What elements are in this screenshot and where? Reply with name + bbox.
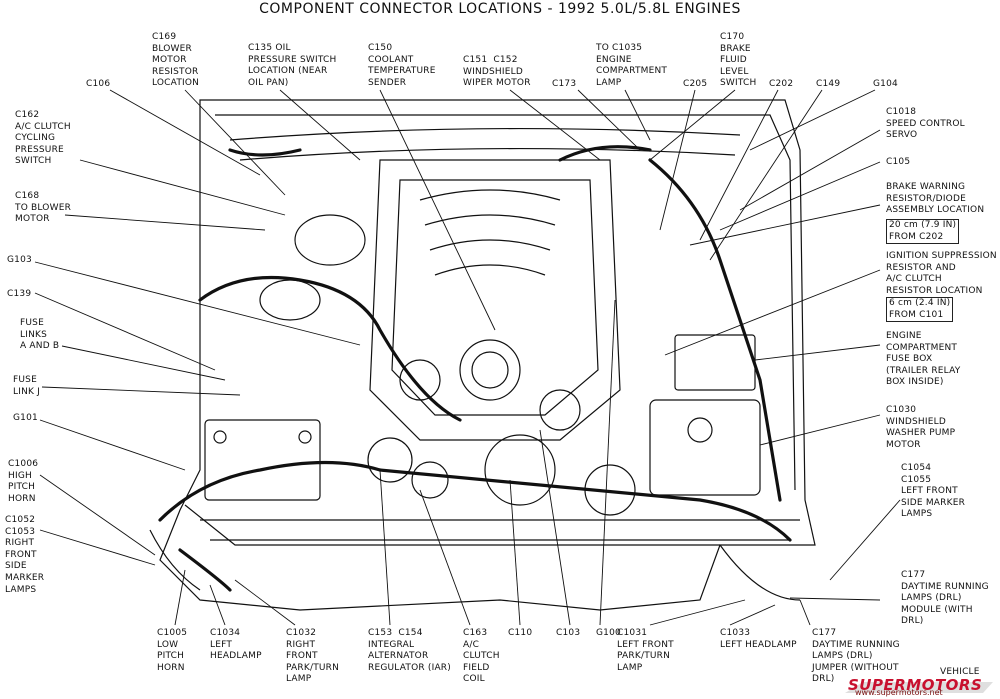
label-c202: C202 <box>769 79 794 89</box>
label-g104: G104 <box>873 79 898 89</box>
label-c173: C173 <box>552 79 577 89</box>
label-g100: G100 <box>596 628 621 638</box>
label-fuse-box: ENGINE COMPARTMENT FUSE BOX (TRAILER REL… <box>886 331 961 388</box>
label-c1032: C1032 RIGHT FRONT PARK/TURN LAMP <box>286 628 340 685</box>
label-fuse-links-a-b: FUSE LINKS A AND B <box>20 318 60 352</box>
label-c1052-c1053: C1052 C1053 RIGHT FRONT SIDE MARKER LAMP… <box>5 515 45 595</box>
label-c1005: C1005 LOW PITCH HORN <box>157 628 188 673</box>
label-c168: C168 TO BLOWER MOTOR <box>15 191 72 225</box>
label-c1034: C1034 LEFT HEADLAMP <box>210 628 262 662</box>
label-c153-c154: C153 C154 INTEGRAL ALTERNATOR REGULATOR … <box>368 628 451 673</box>
label-c177-jumper: C177 DAYTIME RUNNING LAMPS (DRL) JUMPER … <box>812 628 900 685</box>
label-c106: C106 <box>86 79 111 89</box>
label-brake-warning-distance: 20 cm (7.9 IN) FROM C202 <box>886 219 960 245</box>
label-c1035: TO C1035 ENGINE COMPARTMENT LAMP <box>596 43 668 88</box>
label-c169: C169 BLOWER MOTOR RESISTOR LOCATION <box>152 32 200 89</box>
label-c151-c152: C151 C152 WINDSHIELD WIPER MOTOR <box>463 55 531 89</box>
label-c150: C150 COOLANT TEMPERATURE SENDER <box>368 43 436 88</box>
label-c103: C103 <box>556 628 581 638</box>
label-c170: C170 BRAKE FLUID LEVEL SWITCH <box>720 32 757 89</box>
label-c149: C149 <box>816 79 841 89</box>
label-c1031: C1031 LEFT FRONT PARK/TURN LAMP <box>617 628 674 673</box>
label-c135: C135 OIL PRESSURE SWITCH LOCATION (NEAR … <box>248 43 337 88</box>
label-c162: C162 A/C CLUTCH CYCLING PRESSURE SWITCH <box>15 110 71 167</box>
label-brake-warning: BRAKE WARNING RESISTOR/DIODE ASSEMBLY LO… <box>886 182 985 216</box>
label-c1054-c1055: C1054 C1055 LEFT FRONT SIDE MARKER LAMPS <box>901 463 966 520</box>
label-c163: C163 A/C CLUTCH FIELD COIL <box>463 628 500 685</box>
label-c177-module: C177 DAYTIME RUNNING LAMPS (DRL) MODULE … <box>901 570 989 627</box>
label-c139: C139 <box>7 289 32 299</box>
label-ignition-suppression: IGNITION SUPPRESSION RESISTOR AND A/C CL… <box>886 251 997 296</box>
label-c1030: C1030 WINDSHIELD WASHER PUMP MOTOR <box>886 405 956 450</box>
label-c105: C105 <box>886 157 911 167</box>
diagram-title: COMPONENT CONNECTOR LOCATIONS - 1992 5.0… <box>259 1 741 17</box>
label-ignition-distance: 6 cm (2.4 IN) FROM C101 <box>886 297 954 323</box>
label-c110: C110 <box>508 628 533 638</box>
label-g103: G103 <box>7 255 32 265</box>
label-vehicle: VEHICLE <box>940 667 980 677</box>
supermotors-logo-url: www.supermotors.net <box>855 688 943 697</box>
label-c205: C205 <box>683 79 708 89</box>
label-c1018: C1018 SPEED CONTROL SERVO <box>886 107 965 141</box>
label-fuse-link-j: FUSE LINK J <box>13 375 41 397</box>
label-g101: G101 <box>13 413 38 423</box>
supermotors-logo-text: SUPERMOTORS <box>848 676 983 694</box>
label-c1006: C1006 HIGH PITCH HORN <box>8 459 39 504</box>
supermotors-logo <box>845 682 993 693</box>
label-c1033: C1033 LEFT HEADLAMP <box>720 628 797 650</box>
